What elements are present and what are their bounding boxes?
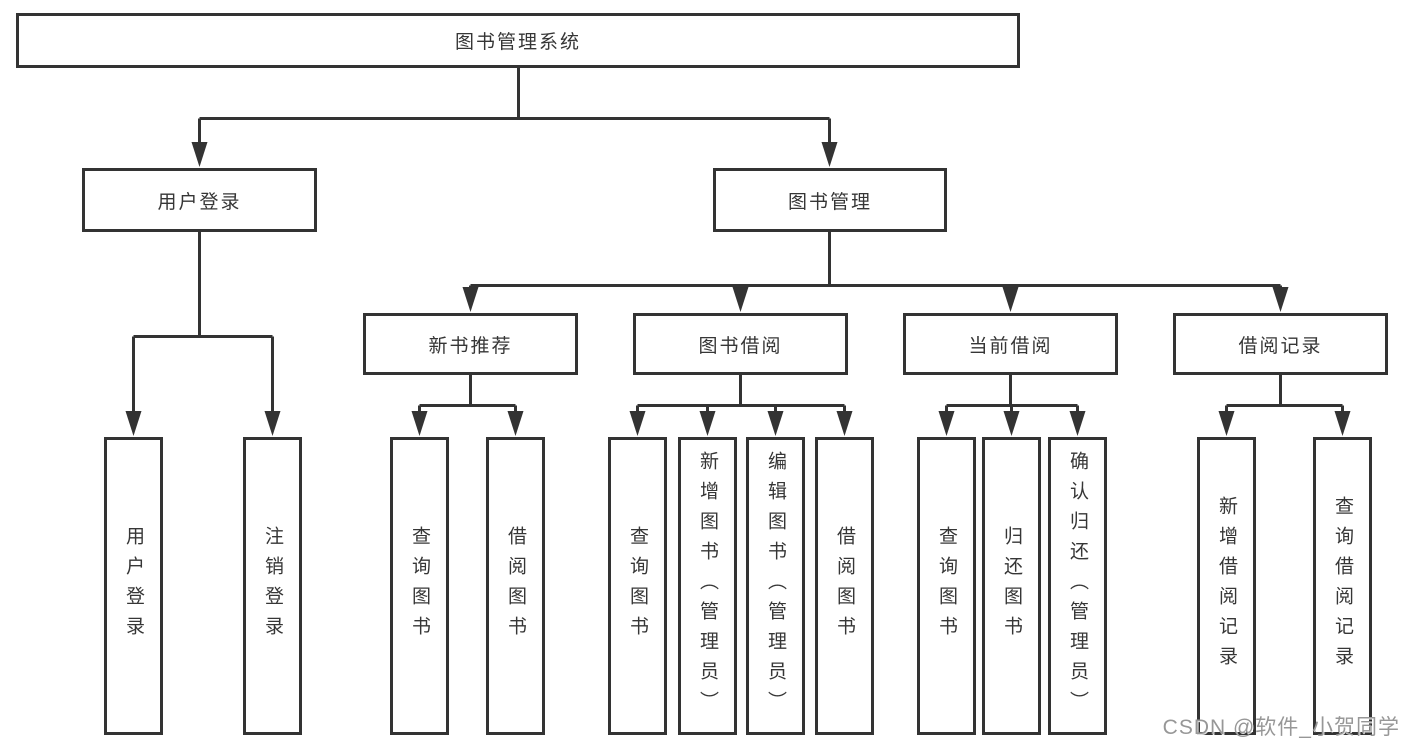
node-label: 查询图书 <box>627 526 648 646</box>
leaf-logout: 注销登录 <box>243 437 302 735</box>
arrow-down-icon <box>821 142 838 167</box>
arrow-down-icon <box>629 411 646 436</box>
leaf-query-books-recommend: 查询图书 <box>390 437 449 735</box>
node-label: 借阅记录 <box>1238 335 1323 357</box>
node-label: 当前借阅 <box>968 335 1053 357</box>
leaf-return-books: 归还图书 <box>982 437 1041 735</box>
leaf-add-book-admin: 新增图书（管理员） <box>678 437 737 735</box>
node-label: 用户登录 <box>157 191 242 213</box>
leaf-query-books-borrowing: 查询图书 <box>608 437 667 735</box>
leaf-query-books-current: 查询图书 <box>917 437 976 735</box>
leaf-query-borrow-record: 查询借阅记录 <box>1313 437 1372 735</box>
node-current-borrowing: 当前借阅 <box>903 313 1118 375</box>
leaf-borrow-books: 借阅图书 <box>815 437 874 735</box>
leaf-add-borrow-record: 新增借阅记录 <box>1197 437 1256 735</box>
arrow-down-icon <box>462 287 479 312</box>
arrow-down-icon <box>507 411 524 436</box>
connector-path <box>132 232 274 424</box>
node-book-borrowing: 图书借阅 <box>633 313 848 375</box>
arrow-down-icon <box>264 411 281 436</box>
connector-path <box>418 375 517 418</box>
node-borrowing-records: 借阅记录 <box>1173 313 1388 375</box>
arrow-down-icon <box>1334 411 1351 436</box>
node-label: 借阅图书 <box>834 526 855 646</box>
leaf-user-login: 用户登录 <box>104 437 163 735</box>
node-label: 查询图书 <box>409 526 430 646</box>
arrow-down-icon <box>1002 287 1019 312</box>
node-new-book-recommend: 新书推荐 <box>363 313 578 375</box>
connector-path <box>469 232 1282 298</box>
node-label: 用户登录 <box>123 526 144 646</box>
node-label: 归还图书 <box>1001 526 1022 646</box>
node-label: 编辑图书（管理员） <box>765 451 786 721</box>
arrow-down-icon <box>938 411 955 436</box>
node-label: 新增借阅记录 <box>1216 496 1237 676</box>
arrow-down-icon <box>699 411 716 436</box>
node-label: 查询图书 <box>936 526 957 646</box>
leaf-borrow-books-recommend: 借阅图书 <box>486 437 545 735</box>
arrow-down-icon <box>767 411 784 436</box>
node-library-system: 图书管理系统 <box>16 13 1020 68</box>
node-label: 图书管理 <box>787 191 872 213</box>
node-label: 图书借阅 <box>698 335 783 357</box>
arrow-down-icon <box>732 287 749 312</box>
node-label: 借阅图书 <box>505 526 526 646</box>
arrow-down-icon <box>125 411 142 436</box>
arrow-down-icon <box>1272 287 1289 312</box>
connector-path <box>636 375 846 418</box>
csdn-watermark: CSDN @软件_小贺同学 <box>1162 716 1400 739</box>
leaf-confirm-return-admin: 确认归还（管理员） <box>1048 437 1107 735</box>
node-user-login: 用户登录 <box>82 168 317 232</box>
leaf-edit-book-admin: 编辑图书（管理员） <box>746 437 805 735</box>
arrow-down-icon <box>1218 411 1235 436</box>
node-label: 图书管理系统 <box>454 32 581 53</box>
node-label: 新增图书（管理员） <box>697 451 718 721</box>
node-book-management: 图书管理 <box>713 168 947 232</box>
connector-path <box>1225 375 1344 418</box>
arrow-down-icon <box>836 411 853 436</box>
arrow-down-icon <box>411 411 428 436</box>
arrow-down-icon <box>191 142 208 167</box>
node-label: 注销登录 <box>262 526 283 646</box>
node-label: 新书推荐 <box>428 335 513 357</box>
arrow-down-icon <box>1003 411 1020 436</box>
node-label: 确认归还（管理员） <box>1067 451 1088 721</box>
node-label: 查询借阅记录 <box>1332 496 1353 676</box>
arrow-down-icon <box>1069 411 1086 436</box>
connector-path <box>198 68 831 155</box>
